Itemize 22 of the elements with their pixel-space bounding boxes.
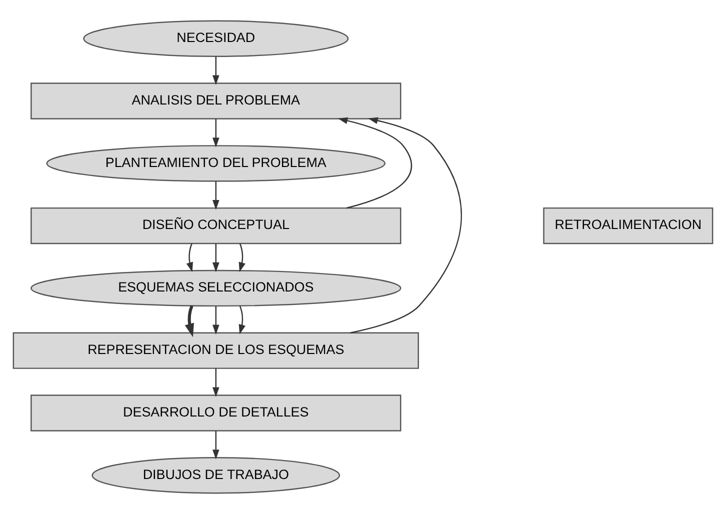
arrow	[186, 244, 193, 272]
arrow	[184, 305, 194, 338]
arrow	[212, 368, 220, 397]
node-ellipse: PLANTEAMIENTO DEL PROBLEMA	[46, 145, 386, 182]
arrow	[212, 56, 220, 86]
arrow	[212, 244, 220, 272]
node-box: RETROALIMENTACION	[543, 207, 714, 244]
arrow	[350, 117, 462, 334]
node-ellipse: NECESIDAD	[83, 20, 349, 57]
arrow	[212, 118, 220, 148]
arrow	[238, 306, 246, 334]
arrow	[338, 117, 412, 209]
node-box: ANALISIS DEL PROBLEMA	[30, 82, 402, 120]
node-ellipse: DIBUJOS DE TRABAJO	[92, 457, 340, 494]
node-box: DISEÑO CONCEPTUAL	[30, 207, 402, 244]
arrow	[212, 430, 220, 460]
node-box: DESARROLLO DE DETALLES	[30, 394, 402, 432]
arrow	[212, 181, 220, 210]
arrow	[238, 244, 246, 272]
node-ellipse: ESQUEMAS SELECCIONADOS	[30, 270, 402, 307]
node-box: REPRESENTACION DE LOS ESQUEMAS	[12, 332, 419, 369]
arrow	[212, 306, 220, 335]
